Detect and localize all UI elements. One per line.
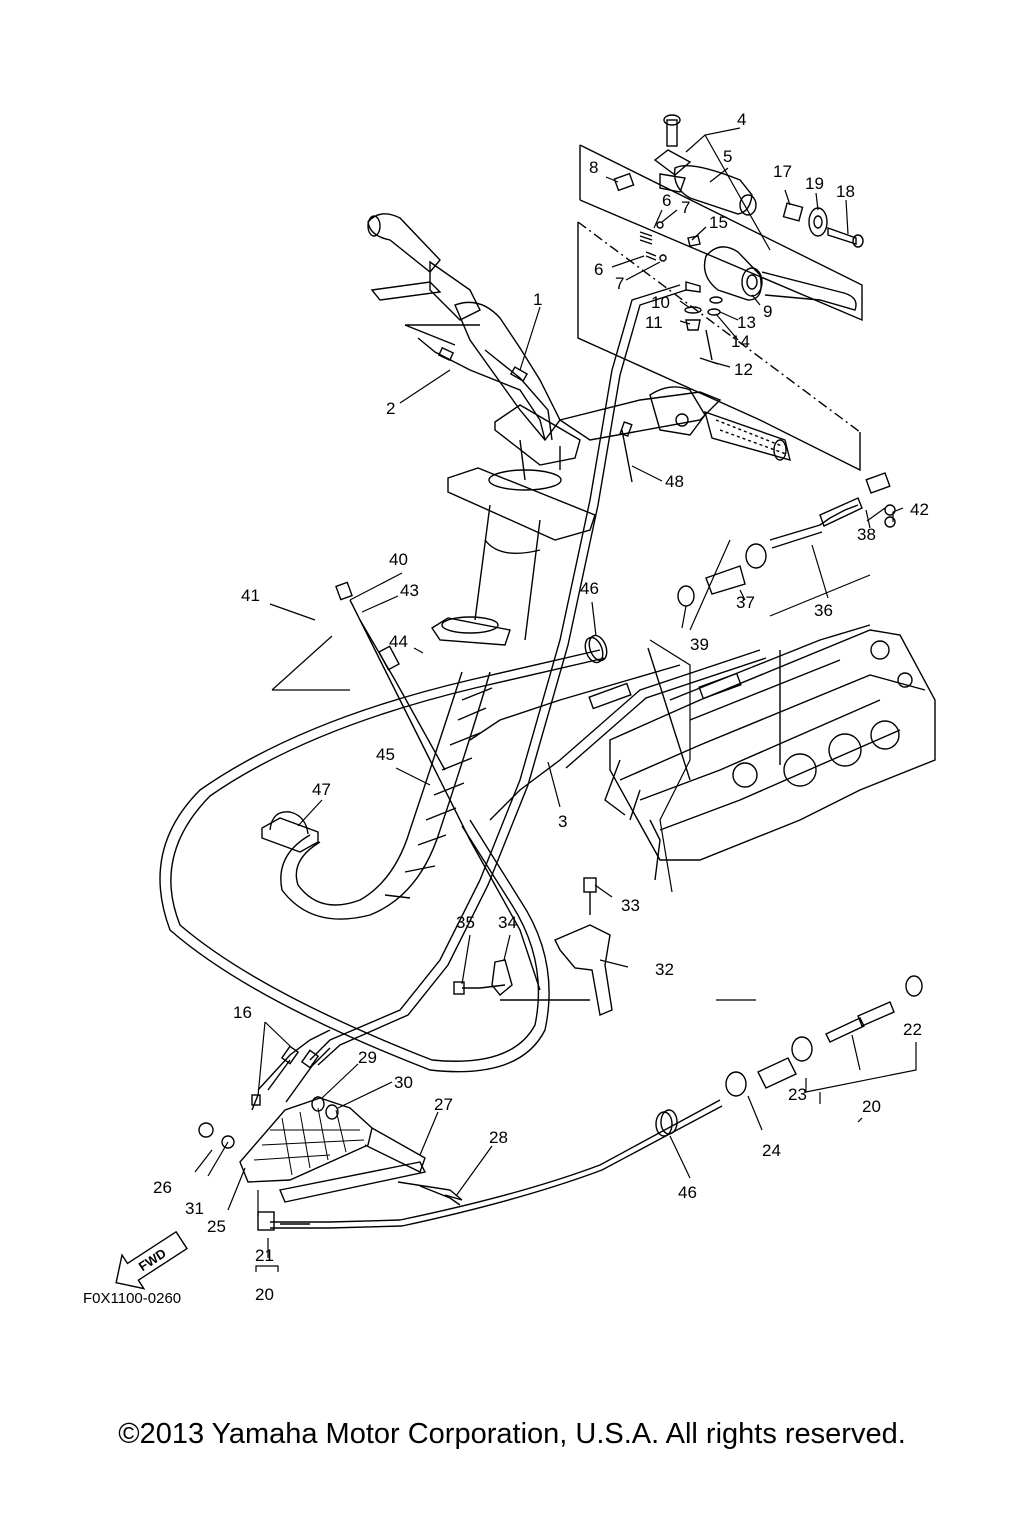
callout-13: 13 bbox=[737, 313, 756, 332]
copyright-notice: ©2013 Yamaha Motor Corporation, U.S.A. A… bbox=[118, 1418, 906, 1450]
callout-4: 4 bbox=[737, 110, 746, 129]
callout-18: 18 bbox=[836, 182, 855, 201]
callout-28: 28 bbox=[489, 1128, 508, 1147]
callout-29: 29 bbox=[358, 1048, 377, 1067]
callout-6a: 6 bbox=[662, 191, 671, 210]
callout-45: 45 bbox=[376, 745, 395, 764]
throttle-grip bbox=[613, 114, 757, 216]
callout-26: 26 bbox=[153, 1178, 172, 1197]
callout-36: 36 bbox=[814, 601, 833, 620]
engine-block bbox=[588, 624, 936, 881]
handlebar bbox=[367, 213, 791, 462]
callout-32: 32 bbox=[655, 960, 674, 979]
callout-33: 33 bbox=[621, 896, 640, 915]
grip-cables bbox=[404, 324, 553, 441]
callout-7b: 7 bbox=[615, 274, 624, 293]
throttle-grip-box bbox=[577, 144, 863, 472]
lower-cable-run bbox=[257, 975, 923, 1231]
callout-48: 48 bbox=[665, 472, 684, 491]
callout-labels: 4 5 8 17 19 18 6 7 15 6 7 10 9 13 11 14 … bbox=[83, 110, 929, 1307]
callout-7a: 7 bbox=[681, 198, 690, 217]
cable-loom bbox=[280, 671, 493, 920]
callout-1: 1 bbox=[533, 290, 542, 309]
shift-cable-loop bbox=[159, 649, 767, 1073]
callout-31: 31 bbox=[185, 1199, 204, 1218]
callout-5: 5 bbox=[723, 147, 732, 166]
callout-10: 10 bbox=[651, 293, 670, 312]
callout-47: 47 bbox=[312, 780, 331, 799]
callout-11: 11 bbox=[645, 313, 663, 332]
callout-8: 8 bbox=[589, 158, 598, 177]
callout-40: 40 bbox=[389, 550, 408, 569]
leader-lines bbox=[194, 127, 917, 1272]
lower-cable-ends bbox=[257, 1029, 331, 1103]
parts-diagram: FWD 4 5 8 17 19 18 6 7 15 6 7 10 9 13 11… bbox=[83, 110, 936, 1307]
callout-27: 27 bbox=[434, 1095, 453, 1114]
callout-37: 37 bbox=[736, 593, 755, 612]
callout-22: 22 bbox=[903, 1020, 922, 1039]
throttle-cable-run bbox=[309, 284, 687, 1066]
callout-6b: 6 bbox=[594, 260, 603, 279]
callout-30: 30 bbox=[394, 1073, 413, 1092]
callout-15: 15 bbox=[709, 213, 728, 232]
lower-lever-plate bbox=[198, 1059, 463, 1203]
callout-16: 16 bbox=[233, 1003, 252, 1022]
callout-20a: 20 bbox=[862, 1097, 881, 1116]
diagram-code: F0X1100-0260 bbox=[83, 1290, 181, 1307]
callout-39: 39 bbox=[690, 635, 709, 654]
cable-end-upper bbox=[705, 472, 896, 595]
callout-34: 34 bbox=[498, 913, 517, 932]
callout-43: 43 bbox=[400, 581, 419, 600]
callout-14: 14 bbox=[731, 332, 750, 351]
callout-24: 24 bbox=[762, 1141, 781, 1160]
callout-9: 9 bbox=[763, 302, 772, 321]
callout-38: 38 bbox=[857, 525, 876, 544]
cable-holder bbox=[261, 811, 319, 853]
callout-46a: 46 bbox=[580, 579, 599, 598]
callout-35: 35 bbox=[456, 913, 475, 932]
bracket-assembly bbox=[453, 877, 613, 1016]
callout-12: 12 bbox=[734, 360, 753, 379]
callout-44: 44 bbox=[389, 632, 408, 651]
pin bbox=[419, 1185, 461, 1206]
callout-20b: 20 bbox=[255, 1285, 274, 1304]
callout-46b: 46 bbox=[678, 1183, 697, 1202]
grip-end-parts bbox=[782, 202, 864, 248]
callout-42: 42 bbox=[910, 500, 929, 519]
callout-21: 21 bbox=[255, 1246, 274, 1265]
throttle-lever-housing bbox=[685, 246, 857, 311]
washers bbox=[311, 1096, 339, 1120]
diagonal-cables bbox=[335, 581, 541, 991]
callout-17: 17 bbox=[773, 162, 792, 181]
callout-3: 3 bbox=[558, 812, 567, 831]
callout-19: 19 bbox=[805, 174, 824, 193]
callout-23: 23 bbox=[788, 1085, 807, 1104]
fwd-arrow: FWD bbox=[115, 1230, 188, 1290]
callout-41: 41 bbox=[241, 586, 260, 605]
callout-25: 25 bbox=[207, 1217, 226, 1236]
steering-column bbox=[431, 404, 596, 646]
callout-2: 2 bbox=[386, 399, 395, 418]
